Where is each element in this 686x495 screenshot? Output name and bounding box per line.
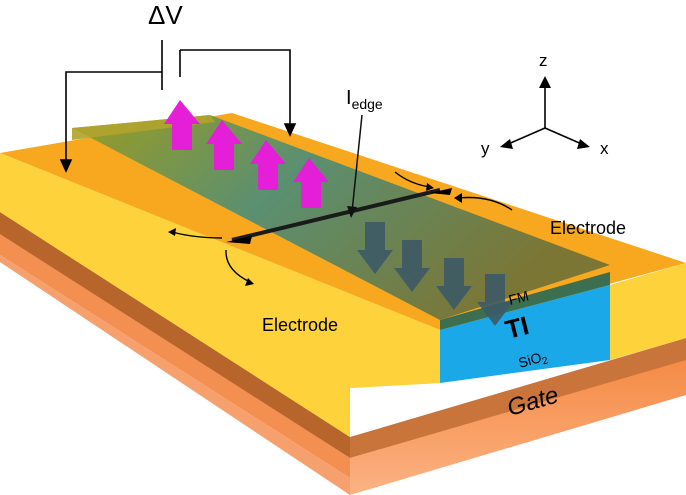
gate-layer [0, 232, 686, 495]
sio2-left-face [0, 212, 350, 458]
y-axis-label: y [481, 139, 490, 158]
right-contact-mark [430, 188, 452, 195]
fm-film [72, 115, 610, 320]
electrode-right-front [610, 263, 686, 360]
wire-left-arrowhead [59, 159, 73, 173]
edge-current-label-sub: edge [352, 96, 383, 112]
gate-front-face [350, 358, 686, 495]
y-axis-arrowhead [500, 139, 513, 149]
spin-down-arrow [394, 240, 430, 292]
x-axis-label: x [600, 139, 609, 158]
z-axis-arrowhead [539, 76, 551, 88]
right-curl-arrowhead-up [426, 183, 434, 191]
sio2-label: SiO2 [516, 347, 549, 373]
voltage-circuit [59, 40, 297, 173]
spin-down-arrows [357, 222, 513, 326]
right-curl-arrowhead-right [454, 193, 462, 203]
electrode-left-label: Electrode [262, 315, 338, 335]
left-curl-arrow-up [171, 231, 223, 239]
edge-current-line [231, 188, 441, 242]
spin-down-arrow [477, 274, 513, 326]
wire-right [180, 49, 291, 128]
right-curl-arrow-right [457, 196, 513, 211]
sio2-layer [0, 212, 686, 458]
y-axis [505, 127, 546, 146]
edge-current [231, 114, 441, 242]
sio2-front-face [350, 338, 686, 458]
voltage-label: ΔV [148, 0, 183, 30]
edge-current-pointer [351, 114, 363, 213]
sio2-label-sub: 2 [541, 355, 550, 367]
electrode-right-label: Electrode [550, 218, 626, 238]
left-curl-arrow-down [225, 249, 251, 283]
spin-down-arrow [357, 222, 393, 274]
ti-top-strip [440, 272, 610, 330]
left-contact [168, 228, 254, 286]
ti-front-face [440, 285, 610, 383]
electrode-left-side [0, 153, 440, 437]
fm-label: FM [507, 287, 530, 307]
z-axis-label: z [539, 51, 548, 70]
wire-right-arrowhead [283, 123, 297, 137]
spin-up-arrow [164, 100, 200, 150]
left-contact-mark [226, 236, 252, 244]
gate-left-face [0, 232, 350, 478]
left-curl-arrowhead-up [168, 228, 176, 236]
spin-down-arrow [436, 258, 472, 310]
sio2-label-main: SiO [516, 349, 543, 371]
spin-up-arrows [164, 100, 329, 208]
x-axis-arrowhead [577, 139, 590, 149]
edge-current-pointer-head [347, 206, 357, 218]
wire-left [65, 71, 162, 162]
spin-up-arrow [293, 158, 329, 208]
right-contact [394, 171, 513, 211]
spin-up-arrow [206, 120, 242, 170]
axes-gizmo [500, 76, 590, 149]
edge-current-label: Iedge [346, 87, 383, 112]
left-curl-arrowhead-down [245, 278, 254, 286]
gate-left-lower [0, 255, 350, 495]
spin-up-arrow [250, 140, 286, 190]
ti-layer [440, 272, 610, 383]
edge-current-label-main: I [346, 87, 352, 109]
x-axis [544, 127, 585, 146]
